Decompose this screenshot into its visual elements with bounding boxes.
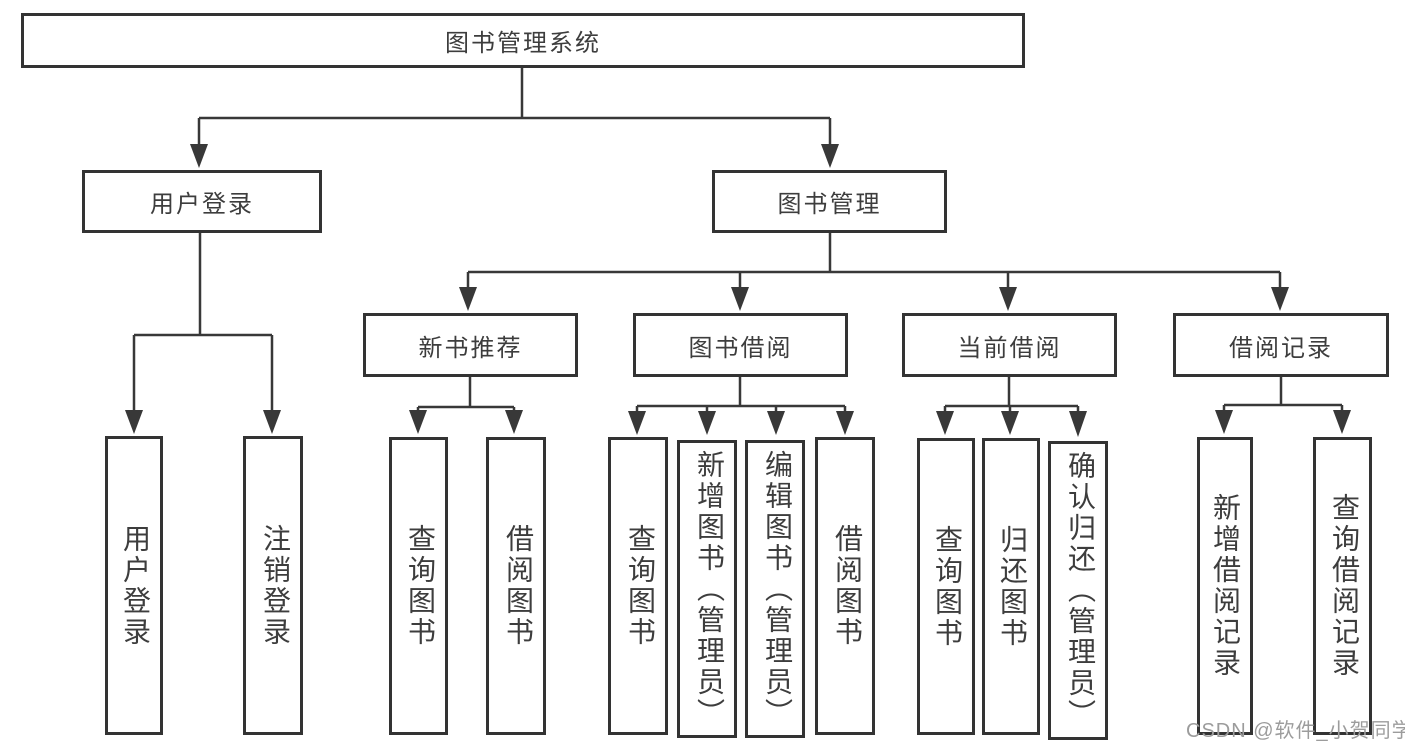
- leaf-bb-borrow-books: 借阅图书: [815, 437, 875, 735]
- leaf-cb-query-books: 查询图书: [917, 438, 975, 735]
- node-book-management: 图书管理: [712, 170, 947, 233]
- leaf-cb-confirm-return-admin: 确认归还（管理员）: [1048, 441, 1108, 740]
- node-current-borrow: 当前借阅: [902, 313, 1117, 377]
- node-root: 图书管理系统: [21, 13, 1025, 68]
- watermark: CSDN @软件_小贺同学: [1186, 720, 1405, 742]
- leaf-bb-edit-books-admin: 编辑图书（管理员）: [745, 440, 805, 738]
- leaf-br-add-record: 新增借阅记录: [1197, 437, 1253, 735]
- leaf-bb-query-books: 查询图书: [608, 437, 668, 735]
- node-book-borrow: 图书借阅: [633, 313, 848, 377]
- leaf-user-login: 用户登录: [105, 436, 163, 735]
- leaf-logout: 注销登录: [243, 436, 303, 735]
- leaf-bb-add-books-admin: 新增图书（管理员）: [677, 440, 737, 738]
- arrowhead-icons: [125, 144, 1351, 437]
- leaf-cb-return-books: 归还图书: [982, 438, 1040, 735]
- node-user-login: 用户登录: [82, 170, 322, 233]
- node-new-book-recommend: 新书推荐: [363, 313, 578, 377]
- leaf-nbr-borrow-books: 借阅图书: [486, 437, 546, 735]
- leaf-nbr-query-books: 查询图书: [389, 437, 448, 735]
- leaf-br-query-record: 查询借阅记录: [1313, 437, 1372, 735]
- node-borrow-records: 借阅记录: [1173, 313, 1389, 377]
